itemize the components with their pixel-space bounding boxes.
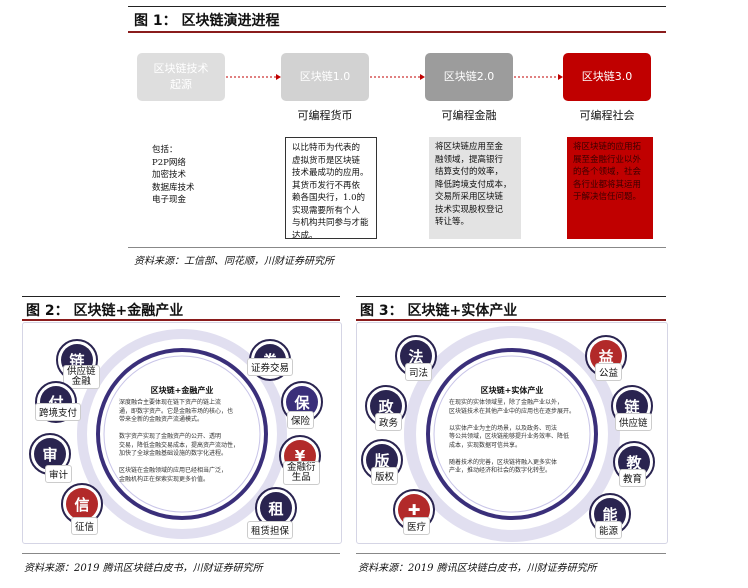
stage-origin: 区块链技术 起源 bbox=[137, 53, 225, 101]
stage-3-caption: 可编程社会 bbox=[579, 109, 635, 122]
stage-3: 区块链3.0 bbox=[563, 53, 651, 101]
medical-label: 医疗 bbox=[403, 517, 431, 535]
fig1-title-underline bbox=[128, 31, 666, 33]
fig3-title: 图 3： 区块链+实体产业 bbox=[360, 303, 518, 319]
fig2-title: 图 2： 区块链+金融产业 bbox=[26, 303, 184, 319]
credit-label: 征信 bbox=[71, 517, 99, 535]
audit-icon: 审 bbox=[34, 438, 66, 470]
fig3-diagram: 区块链+实体产业 在现实的实体领域里，除了金融产业以外， 区块链技术在其他产业中… bbox=[356, 322, 668, 544]
fig2-diagram: 区块链+金融产业 深度融合主要体现在链下资产的链上流 通，即数字资产。它是金融市… bbox=[22, 322, 342, 544]
stage-2: 区块链2.0 bbox=[425, 53, 513, 101]
stage-1-caption: 可编程货币 bbox=[297, 109, 353, 122]
charity-label: 公益 bbox=[595, 363, 623, 381]
leasing-label: 租赁担保 bbox=[247, 521, 294, 539]
fig3-center-text: 在现实的实体领域里，除了金融产业以外， 区块链技术在其他产业中的应用也在逐步展开… bbox=[449, 399, 576, 474]
fig1-title: 图 1： 区块链演进进程 bbox=[134, 13, 280, 29]
derivatives-label: 金融衍 生品 bbox=[283, 461, 320, 485]
education-label: 教育 bbox=[619, 469, 647, 487]
fig3-source: 资料来源：2019 腾讯区块链白皮书，川财证券研究所 bbox=[358, 563, 597, 574]
arrowhead-origin-1 bbox=[276, 74, 281, 80]
credit-icon: 信 bbox=[66, 488, 98, 520]
fig2-bottom-rule bbox=[22, 553, 340, 554]
fig1-arrows bbox=[226, 74, 563, 80]
stage-1: 区块链1.0 bbox=[281, 53, 369, 101]
payment-label: 跨境支付 bbox=[35, 403, 82, 421]
securities-label: 证券交易 bbox=[247, 358, 294, 376]
fig3-rings bbox=[404, 326, 620, 542]
fig3-center-title: 区块链+实体产业 bbox=[480, 386, 544, 395]
stage-2-desc: 将区块链应用至金 融领域，提高银行 结算支付的效率， 降低跨境支付成本， 交易所… bbox=[429, 137, 521, 239]
stage-1-desc: 以比特币为代表的 虚拟货币是区块链 技术最成功的应用。 其货币发行不再依 赖各国… bbox=[285, 137, 377, 241]
judicial-label: 司法 bbox=[405, 363, 433, 381]
leasing-icon: 租 bbox=[260, 492, 292, 524]
government-label: 政务 bbox=[375, 413, 403, 431]
arrowhead-2-3 bbox=[558, 74, 563, 80]
copyright-label: 版权 bbox=[371, 467, 399, 485]
stage-2-caption: 可编程金融 bbox=[441, 109, 497, 122]
fig2-top-rule bbox=[22, 296, 340, 297]
supply-chain-label: 供应链 bbox=[615, 413, 652, 431]
stage-origin-desc: 包括： P2P网络 加密技术 数据库技术 电子现金 bbox=[152, 145, 195, 205]
fig3-top-rule bbox=[356, 296, 666, 297]
audit-label: 审计 bbox=[45, 465, 73, 483]
insurance-label: 保险 bbox=[287, 411, 315, 429]
arrowhead-1-2 bbox=[420, 74, 425, 80]
fig2-center-text: 深度融合主要体现在链下资产的链上流 通，即数字资产。它是金融市场的核心，也 带来… bbox=[119, 399, 240, 483]
stage-3-desc: 将区块链的应用拓 展至金融行业以外 的各个领域，社会 各行业都将其运用 于解决信… bbox=[567, 137, 653, 239]
fig1-top-rule bbox=[128, 6, 666, 7]
fig3-bottom-rule bbox=[356, 553, 666, 554]
energy-label: 能源 bbox=[595, 521, 623, 539]
fig2-title-underline bbox=[22, 319, 340, 321]
fig1-bottom-rule bbox=[128, 247, 666, 248]
fig2-center-title: 区块链+金融产业 bbox=[150, 386, 214, 395]
fig1-source: 资料来源：工信部、同花顺，川财证券研究所 bbox=[134, 256, 334, 267]
fig2-source: 资料来源：2019 腾讯区块链白皮书，川财证券研究所 bbox=[24, 563, 263, 574]
fig3-title-underline bbox=[356, 319, 666, 321]
fig2-rings bbox=[77, 329, 287, 539]
